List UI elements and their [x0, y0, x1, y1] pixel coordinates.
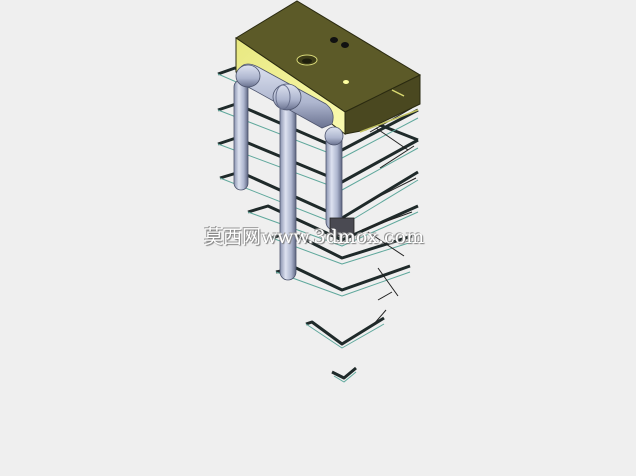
shelf-9 — [331, 366, 357, 383]
housing-side-face — [344, 74, 421, 135]
pump-block — [329, 217, 355, 237]
pipe-fitting-middle — [272, 83, 302, 111]
pipe-fitting-middle-ring — [275, 84, 291, 110]
pipe-vertical-left — [233, 79, 249, 191]
shelf-8 — [305, 316, 385, 349]
housing-ports — [296, 37, 349, 84]
pipe-vertical-middle — [279, 99, 297, 281]
pipe-elbow-left — [235, 64, 261, 88]
pipe-assembly — [233, 63, 355, 281]
pipe-elbow-right — [324, 126, 344, 146]
watermark-text: 莫西网www.3dmox.com — [204, 226, 425, 248]
side-braces — [361, 107, 417, 325]
